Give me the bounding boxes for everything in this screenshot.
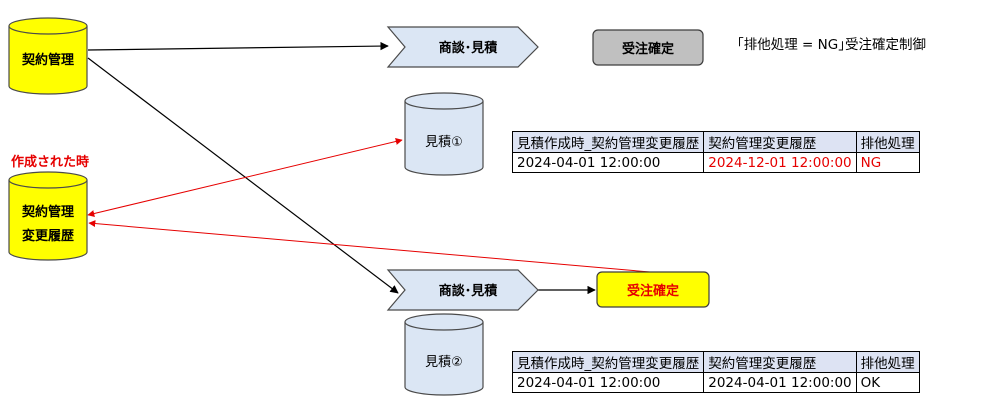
created-when-label: 作成された時 (11, 155, 90, 170)
process-top-label: 商談･見積 (439, 40, 499, 56)
cell-contract-history: 2024-12-01 12:00:00 (703, 152, 857, 173)
order-confirm-label: 受注確定 (627, 283, 679, 299)
exclusive-control-note: ｢排他処理 = NG｣受注確定制御 (737, 37, 926, 53)
cell-contract-history: 2024-04-01 12:00:00 (703, 372, 857, 393)
contract-history-db-cylinder: 契約管理 変更履歴 (8, 171, 88, 261)
header-exclusive-processing: 排他処理 (855, 131, 920, 153)
quote1-label: 見積① (425, 135, 463, 150)
table-row: 2024-04-01 12:00:00 2024-12-01 12:00:00 … (511, 152, 920, 173)
header-contract-history: 契約管理変更履歴 (703, 131, 857, 153)
contract-history-label-line2: 変更履歴 (22, 228, 74, 244)
cell-exclusive-processing: OK (855, 372, 920, 393)
arrow-contract-to-quote-top (87, 41, 389, 51)
table-header-row: 見積作成時_契約管理変更履歴 契約管理変更履歴 排他処理 (511, 131, 920, 153)
arrow-history-to-quote1 (87, 138, 403, 217)
table-header-row: 見積作成時_契約管理変更履歴 契約管理変更履歴 排他処理 (511, 351, 920, 373)
header-quote-created-history: 見積作成時_契約管理変更履歴 (511, 131, 705, 153)
cell-exclusive-processing: NG (855, 152, 920, 173)
order-confirm-button-disabled[interactable]: 受注確定 (592, 29, 704, 66)
quote1-db-cylinder: 見積① (404, 92, 484, 176)
negotiation-quote-process-top: 商談･見積 (386, 26, 539, 68)
contract-history-label-line1: 契約管理 (21, 204, 74, 220)
quote2-label: 見積② (425, 355, 463, 370)
cell-quote-created-history: 2024-04-01 12:00:00 (511, 372, 705, 393)
contract-db-label: 契約管理 (21, 52, 74, 68)
arrow-confirm-to-history (88, 220, 651, 273)
header-contract-history: 契約管理変更履歴 (703, 351, 857, 373)
cell-quote-created-history: 2024-04-01 12:00:00 (511, 152, 705, 173)
exclusive-check-table-ng: 見積作成時_契約管理変更履歴 契約管理変更履歴 排他処理 2024-04-01 … (511, 131, 920, 173)
negotiation-quote-process-bottom: 商談･見積 (386, 269, 539, 311)
quote2-db-cylinder: 見積② (404, 313, 484, 396)
arrow-contract-to-quote-bottom (87, 57, 399, 294)
contract-db-cylinder: 契約管理 (8, 17, 88, 95)
header-quote-created-history: 見積作成時_契約管理変更履歴 (511, 351, 705, 373)
table-row: 2024-04-01 12:00:00 2024-04-01 12:00:00 … (511, 372, 920, 393)
exclusive-check-table-ok: 見積作成時_契約管理変更履歴 契約管理変更履歴 排他処理 2024-04-01 … (511, 351, 920, 393)
order-confirm-disabled-label: 受注確定 (622, 41, 674, 57)
header-exclusive-processing: 排他処理 (855, 351, 920, 373)
order-confirm-button[interactable]: 受注確定 (596, 271, 710, 308)
process-bottom-label: 商談･見積 (439, 283, 499, 299)
